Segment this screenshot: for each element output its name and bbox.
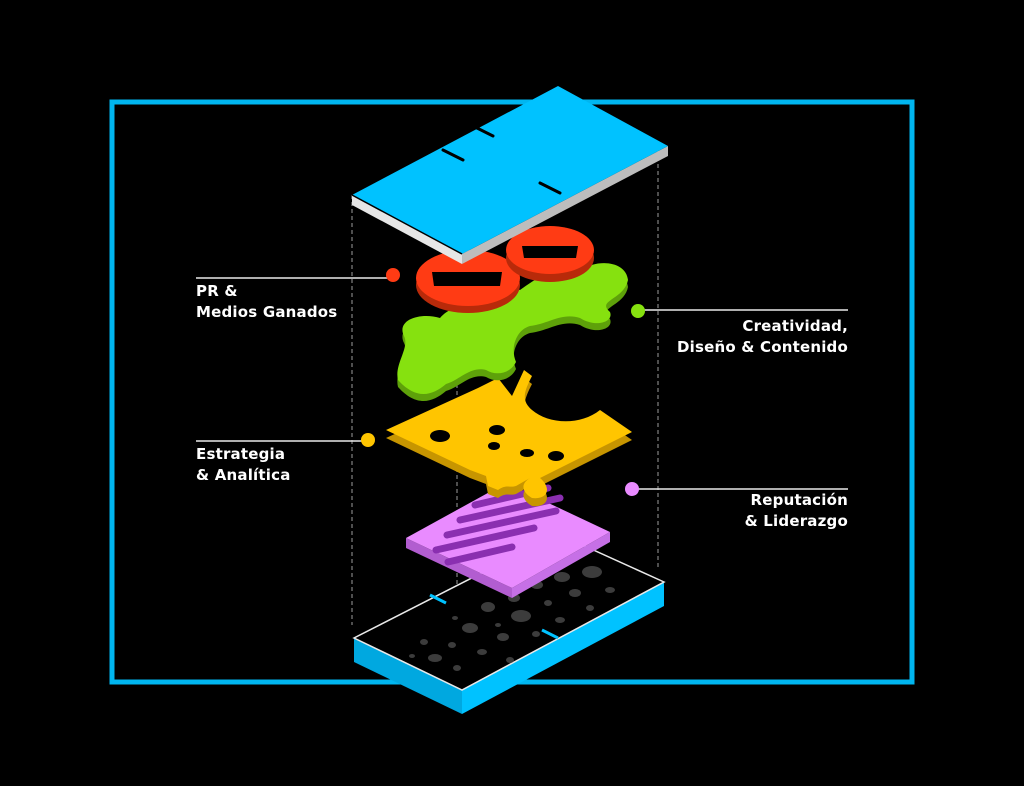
- pr-dot: [386, 268, 400, 282]
- strategy-layer: [386, 370, 632, 507]
- label-creative: Creatividad, Diseño & Contenido: [677, 316, 848, 358]
- label-reputation-line2: & Liderazgo: [744, 512, 848, 530]
- reputation-dot: [625, 482, 639, 496]
- top-slab: [351, 86, 668, 264]
- label-strategy: Estrategia & Analítica: [196, 444, 291, 486]
- strategy-dot: [361, 433, 375, 447]
- label-creative-line1: Creatividad,: [742, 317, 848, 335]
- pr-layer: [416, 226, 594, 313]
- label-pr: PR & Medios Ganados: [196, 281, 337, 323]
- label-creative-line2: Diseño & Contenido: [676, 338, 848, 356]
- label-strategy-line1: Estrategia: [196, 445, 286, 463]
- creative-layer: [397, 263, 628, 401]
- label-reputation-line1: Reputación: [750, 491, 848, 509]
- connectors: [196, 277, 848, 490]
- base-slab: [352, 533, 666, 714]
- label-reputation: Reputación & Liderazgo: [745, 490, 848, 532]
- label-pr-line1: PR &: [196, 282, 238, 300]
- label-pr-line2: Medios Ganados: [196, 303, 338, 321]
- label-strategy-line2: & Analítica: [196, 466, 291, 484]
- creative-dot: [631, 304, 645, 318]
